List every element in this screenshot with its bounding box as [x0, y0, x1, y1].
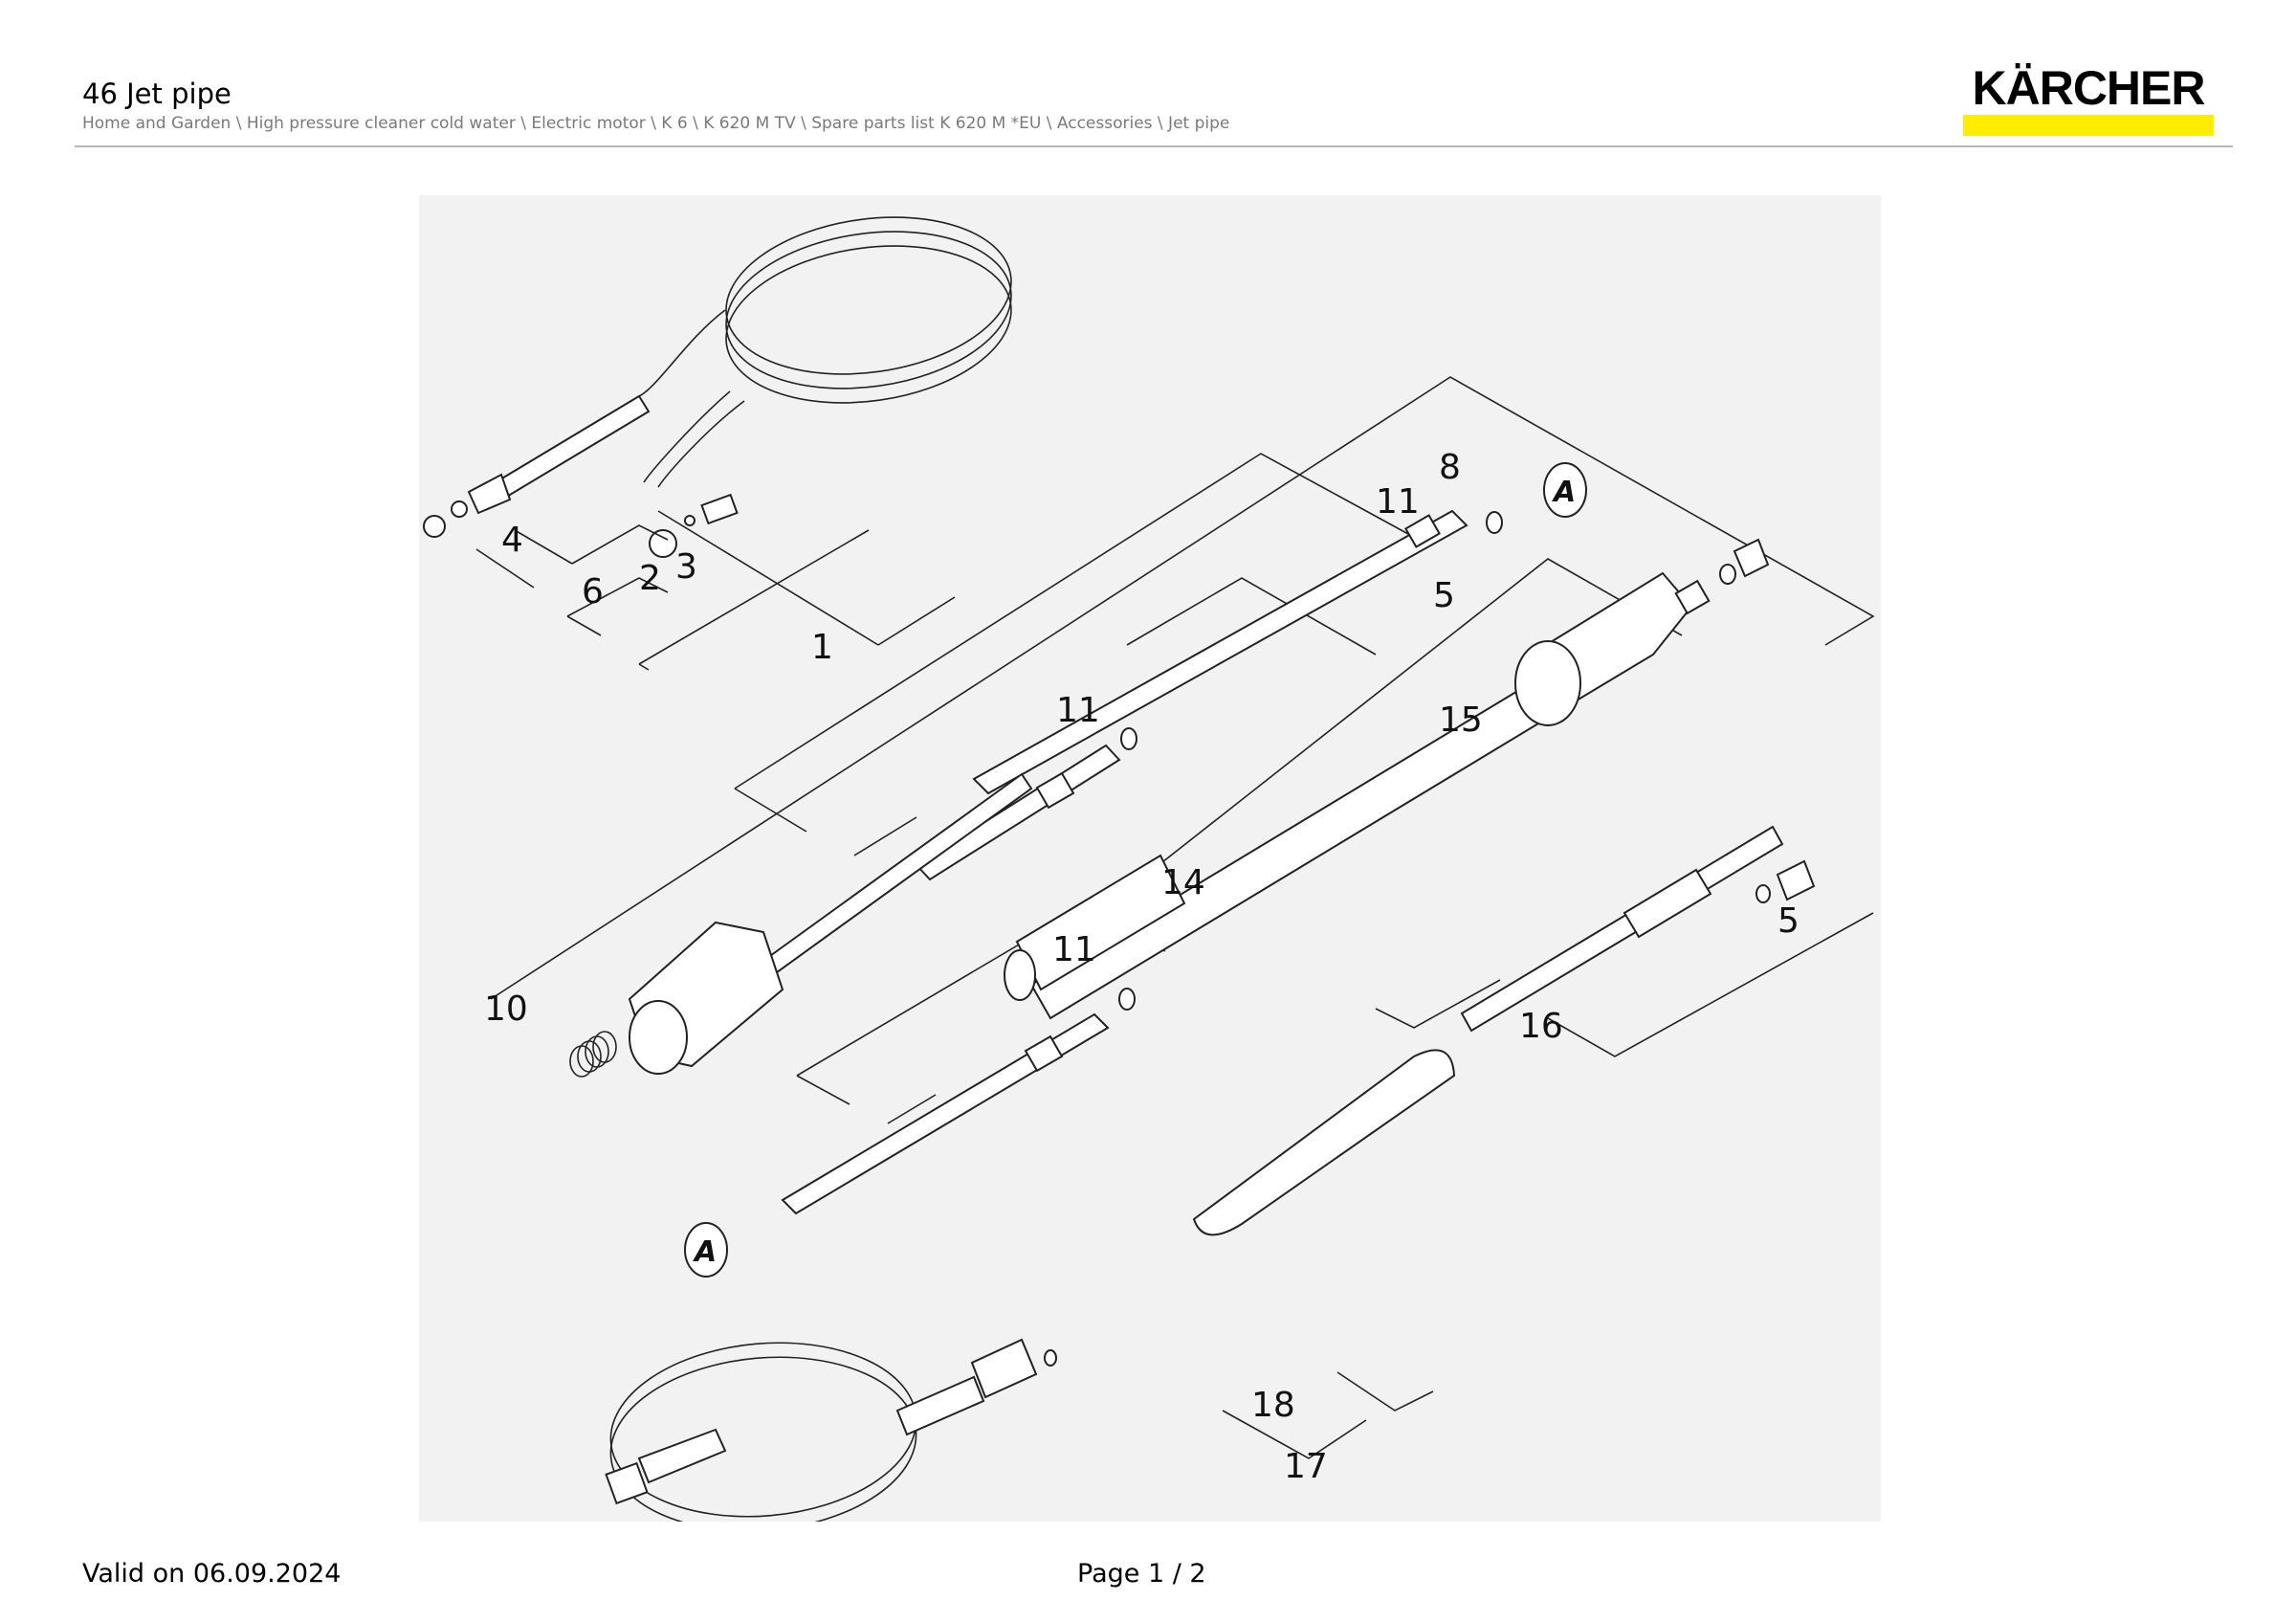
connection-marker-bottom: A [684, 1222, 728, 1278]
hose-coil-bottom [605, 1338, 1057, 1532]
callout-11-top: 11 [1376, 482, 1420, 522]
trigger-gun [1192, 825, 1816, 1236]
hose-coil-top [638, 216, 1012, 488]
hose-fitting-right [649, 493, 739, 558]
callout-14: 14 [1161, 863, 1205, 902]
callout-11-low: 11 [1052, 930, 1096, 969]
page-title: 46 Jet pipe [82, 78, 232, 110]
callout-labels: 4 2 3 6 1 8 5 5 15 16 10 11 11 11 14 18 … [484, 448, 1799, 1486]
callout-17: 17 [1284, 1447, 1328, 1486]
jet-tube-lower [781, 988, 1136, 1215]
callout-16: 16 [1519, 1007, 1563, 1046]
exploded-parts-svg: 4 2 3 6 1 8 5 5 15 16 10 11 11 11 14 18 … [423, 216, 1875, 1532]
brand-logo-text: KÄRCHER [1972, 61, 2206, 115]
callout-15: 15 [1439, 700, 1483, 740]
exploded-parts-drawing: 4 2 3 6 1 8 5 5 15 16 10 11 11 11 14 18 … [419, 195, 1881, 1532]
callout-5-bottom: 5 [1777, 901, 1799, 941]
hose-fitting-left [423, 394, 651, 538]
callout-4: 4 [501, 521, 523, 560]
callout-6: 6 [582, 572, 604, 611]
valid-date: Valid on 06.09.2024 [82, 1559, 342, 1589]
page-number: Page 1 / 2 [1077, 1559, 1206, 1589]
spring-icon [569, 1031, 617, 1078]
callout-8: 8 [1439, 448, 1461, 487]
lance-with-rotary-nozzle [569, 772, 1033, 1078]
callout-3: 3 [675, 547, 697, 587]
marker-a-bottom: A [693, 1235, 717, 1269]
brand-logo-bar [1963, 115, 2214, 136]
callout-10: 10 [484, 989, 528, 1029]
marker-a-top: A [1552, 476, 1576, 509]
callout-1: 1 [811, 628, 833, 667]
callout-11-mid: 11 [1056, 691, 1100, 730]
callout-2: 2 [639, 559, 661, 598]
callout-18: 18 [1251, 1386, 1295, 1425]
connection-marker-top: A [1543, 462, 1587, 518]
header-divider [75, 145, 2233, 147]
callout-5-top: 5 [1433, 576, 1455, 615]
vario-power-lance [1004, 538, 1770, 1020]
breadcrumb: Home and Garden \ High pressure cleaner … [82, 114, 1230, 133]
jet-tube-upper [972, 509, 1503, 795]
brand-logo: KÄRCHER [1963, 63, 2214, 138]
